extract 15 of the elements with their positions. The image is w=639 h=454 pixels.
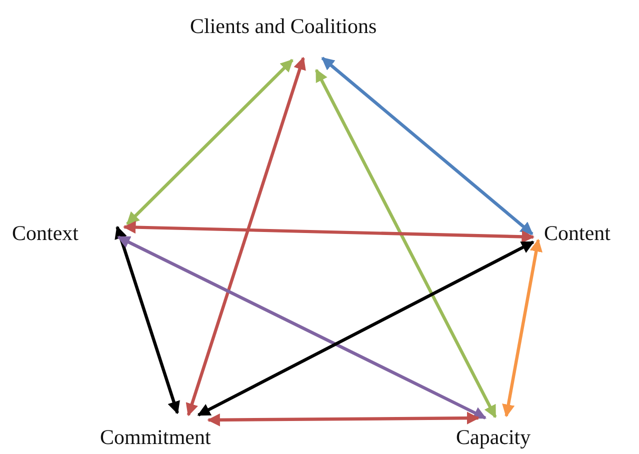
double-arrow bbox=[207, 412, 480, 426]
double-arrow bbox=[126, 58, 294, 226]
double-arrow bbox=[502, 238, 542, 418]
node-label: Commitment bbox=[100, 425, 211, 449]
double-arrow bbox=[117, 236, 486, 420]
node-label: Context bbox=[12, 221, 78, 245]
double-arrow bbox=[186, 56, 306, 416]
double-arrow bbox=[314, 68, 497, 418]
double-arrow bbox=[197, 240, 534, 416]
node-label: Clients and Coalitions bbox=[190, 14, 377, 38]
double-arrow bbox=[114, 226, 180, 414]
node-label: Content bbox=[544, 221, 610, 245]
double-arrow bbox=[321, 56, 534, 236]
double-arrow bbox=[122, 220, 535, 244]
node-label: Capacity bbox=[456, 425, 531, 449]
